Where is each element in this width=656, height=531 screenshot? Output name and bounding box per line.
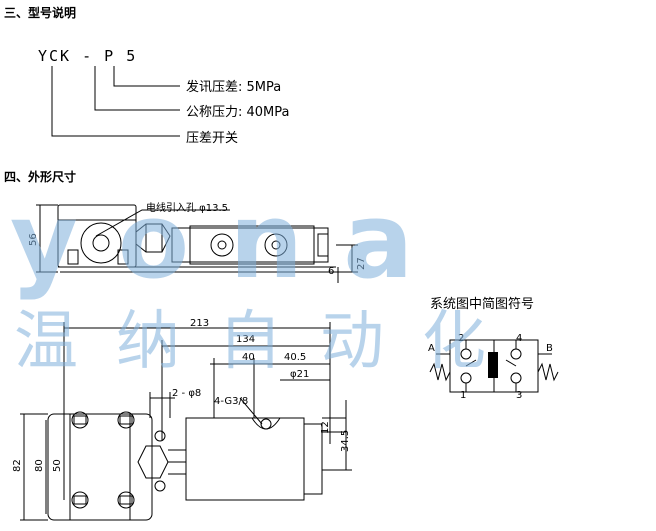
- label-dim-134: 134: [236, 334, 256, 345]
- section-3-heading: 三、型号说明: [4, 6, 77, 20]
- top-hex-nut: [137, 445, 169, 479]
- front-body: [171, 227, 329, 263]
- front-port-circle: [80, 222, 122, 264]
- schematic-port-a: A: [428, 343, 435, 354]
- schematic-n2: 2: [458, 333, 465, 344]
- label-dim-56: 56: [28, 233, 39, 246]
- model-code: YCK - P 5: [38, 47, 138, 65]
- section-4-heading: 四、外形尺寸: [4, 170, 77, 184]
- label-dim-40-5: 40.5: [284, 352, 307, 363]
- schematic-n3: 3: [516, 390, 523, 401]
- spec-nominal-pressure: 公称压力: 40MPa: [186, 105, 290, 120]
- top-body: [185, 417, 305, 501]
- label-dim-phi21: φ21: [290, 369, 310, 380]
- leader-alarm-pressure: [113, 66, 180, 87]
- label-dim-27: 27: [356, 257, 367, 270]
- label-dim-80: 80: [34, 459, 45, 472]
- spec-alarm-pressure: 发讯压差: 5MPa: [186, 80, 282, 95]
- label-dim-82: 82: [12, 459, 23, 472]
- label-dim-thread: 4-G3/8: [214, 396, 249, 407]
- spring-left: [429, 362, 451, 382]
- schematic-contact: [488, 352, 498, 378]
- label-dim-34-5: 34.5: [340, 429, 351, 452]
- schematic-title: 系统图中简图符号: [430, 297, 535, 312]
- schematic-port-b: B: [546, 343, 553, 354]
- label-dim-12: 12: [320, 421, 331, 434]
- label-cable-hole: 电线引入孔 φ13.5: [146, 203, 229, 214]
- front-hex-nut: [135, 223, 171, 253]
- spec-product-name: 压差开关: [186, 131, 239, 146]
- label-dim-213: 213: [190, 318, 210, 329]
- leader-product-name: [51, 66, 180, 137]
- label-dim-2phi8: 2 - φ8: [172, 388, 202, 399]
- schematic-n1: 1: [460, 390, 467, 401]
- spring-right: [537, 362, 559, 382]
- label-dim-40: 40: [242, 352, 255, 363]
- label-dim-50: 50: [52, 459, 63, 472]
- schematic-n4: 4: [516, 333, 523, 344]
- label-dim-6: 6: [328, 266, 335, 277]
- leader-nominal-pressure: [94, 66, 180, 111]
